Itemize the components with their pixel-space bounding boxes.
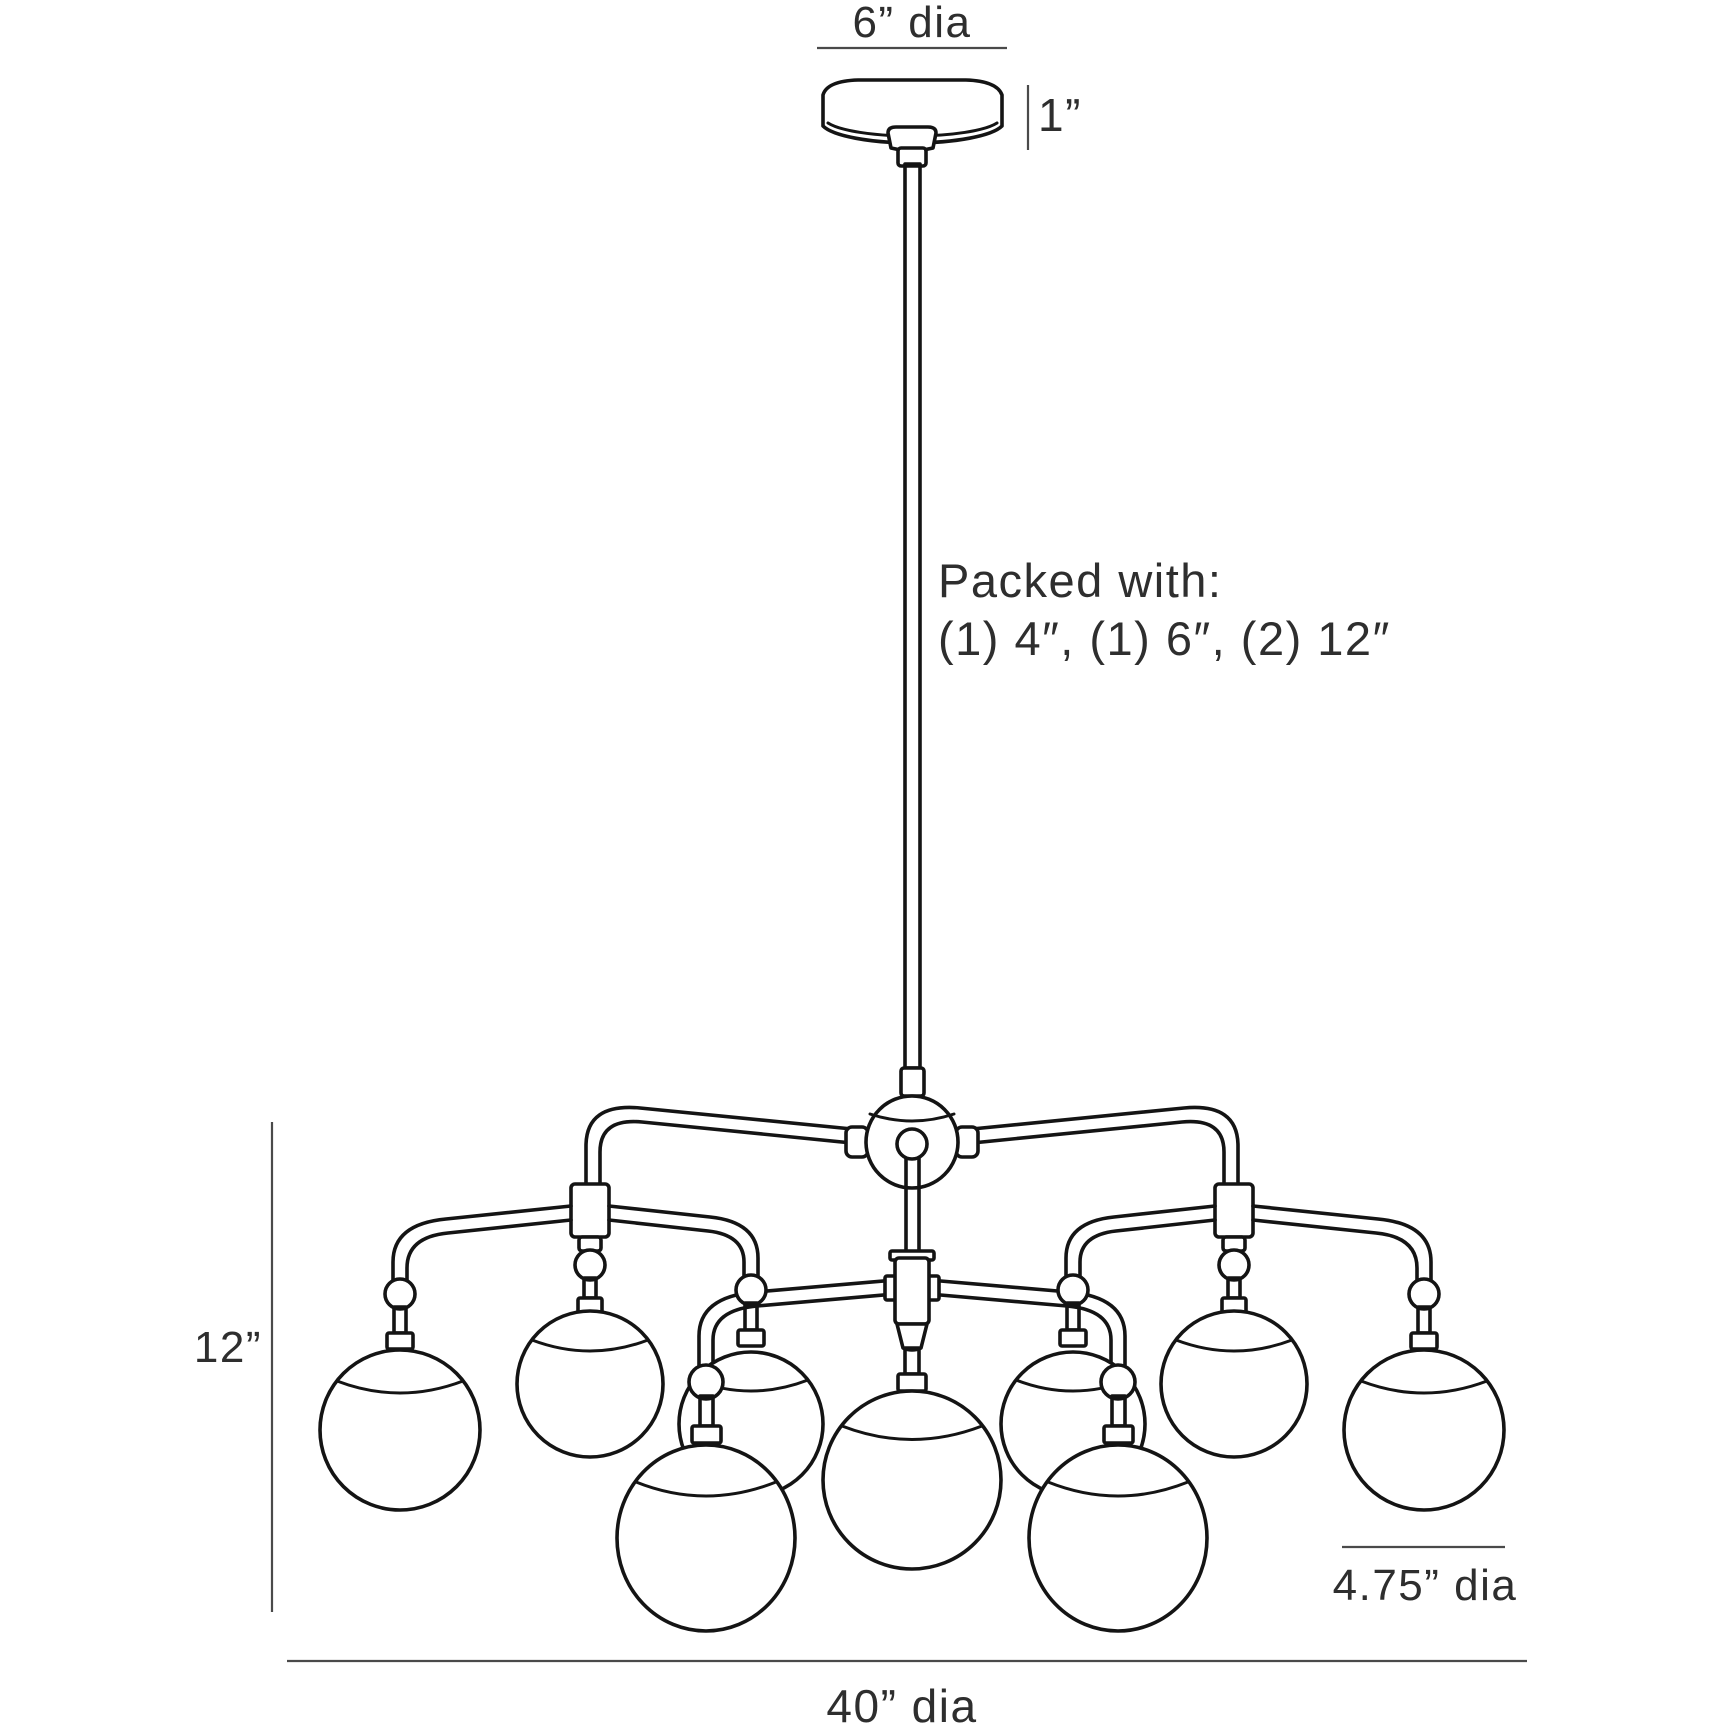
label-canopy-diameter: 6” dia	[852, 0, 971, 47]
globe-mid-left	[515, 1309, 665, 1459]
arm-tube-outline	[607, 1204, 760, 1288]
coupler-right-body	[1213, 1182, 1255, 1239]
front-drop-left	[615, 1363, 797, 1633]
upper-arm-right-outline	[970, 1105, 1240, 1188]
rod-collar	[899, 1066, 926, 1098]
front-drop-right	[1027, 1363, 1209, 1633]
ball-joint	[734, 1273, 768, 1307]
globe-seam	[1359, 1379, 1489, 1395]
globe-socket	[896, 1372, 928, 1393]
ball-joint	[573, 1248, 607, 1282]
center-drop	[821, 1322, 1003, 1571]
globe-socket	[1058, 1328, 1088, 1348]
globe-outer-left	[318, 1348, 482, 1512]
outer-arm-left	[318, 1204, 573, 1512]
label-packed-title: Packed with:	[938, 554, 1222, 607]
middle-drop-left	[515, 1248, 665, 1459]
central-hub	[844, 1094, 980, 1256]
globe-stem	[903, 1346, 921, 1376]
ball-joint	[1217, 1248, 1251, 1282]
arm-tube-outline	[607, 1218, 746, 1288]
globe-front-center	[821, 1389, 1003, 1571]
coupler-left-body	[569, 1182, 611, 1239]
label-canopy-height: 1”	[1038, 89, 1082, 141]
globe-seam	[840, 1424, 984, 1441]
canopy-stem-nut	[896, 146, 928, 168]
hub-seam-line	[868, 1112, 956, 1123]
globe-mid-right	[1159, 1309, 1309, 1459]
label-body-height: 12”	[194, 1323, 262, 1372]
arm-tube-outline	[391, 1204, 573, 1292]
globe-stem	[392, 1305, 408, 1335]
globe-socket	[1409, 1331, 1439, 1351]
globe-outer-right	[1342, 1348, 1506, 1512]
globe-seam	[335, 1379, 465, 1395]
dimension-annotations: 6” dia 1” Packed with: (1) 4″, (1) 6″, (…	[194, 0, 1527, 1728]
label-globe-diameter: 4.75” dia	[1333, 1561, 1518, 1610]
ball-joint	[383, 1277, 417, 1311]
globe-seam	[530, 1338, 650, 1353]
globe-seam	[1174, 1338, 1294, 1353]
inner-arms	[607, 1204, 1217, 1288]
globe-stem	[1416, 1305, 1432, 1335]
globe-seam	[634, 1480, 778, 1498]
coupler-body	[893, 1256, 931, 1326]
globe-socket	[690, 1424, 723, 1445]
side-couplers	[569, 1182, 1255, 1253]
coupler-taper	[895, 1322, 929, 1352]
ball-joint	[1407, 1277, 1441, 1311]
globe-socket	[736, 1328, 766, 1348]
ball-joint	[1056, 1273, 1090, 1307]
ball-joint	[687, 1363, 725, 1401]
upper-arms	[584, 1105, 1240, 1188]
ball-joint	[1099, 1363, 1137, 1401]
globe-front-left	[615, 1443, 797, 1633]
arm-tube-outline	[1251, 1204, 1433, 1292]
upper-arm-left-outline	[584, 1105, 854, 1188]
globe-seam	[1046, 1480, 1190, 1498]
globe-front-right	[1027, 1443, 1209, 1633]
label-packed-rods: (1) 4″, (1) 6″, (2) 12″	[938, 612, 1391, 665]
hub-center-knob	[895, 1127, 929, 1161]
arm-tube-outline	[405, 1218, 573, 1292]
ceiling-canopy	[821, 78, 1004, 168]
outer-arm-right	[1251, 1204, 1506, 1512]
globe-socket	[385, 1331, 415, 1351]
upper-arm-right-outline	[970, 1119, 1226, 1188]
globe-socket	[1102, 1424, 1135, 1445]
middle-drop-right	[1159, 1248, 1309, 1459]
arm-tube-outline	[1064, 1204, 1217, 1288]
arm-tube-outline	[1078, 1218, 1217, 1288]
label-overall-diameter: 40” dia	[826, 1680, 977, 1728]
canopy-body	[821, 78, 1004, 145]
upper-arm-left-outline	[598, 1119, 854, 1188]
hanging-rod	[903, 162, 922, 1070]
arm-tube-outline	[1251, 1218, 1419, 1292]
